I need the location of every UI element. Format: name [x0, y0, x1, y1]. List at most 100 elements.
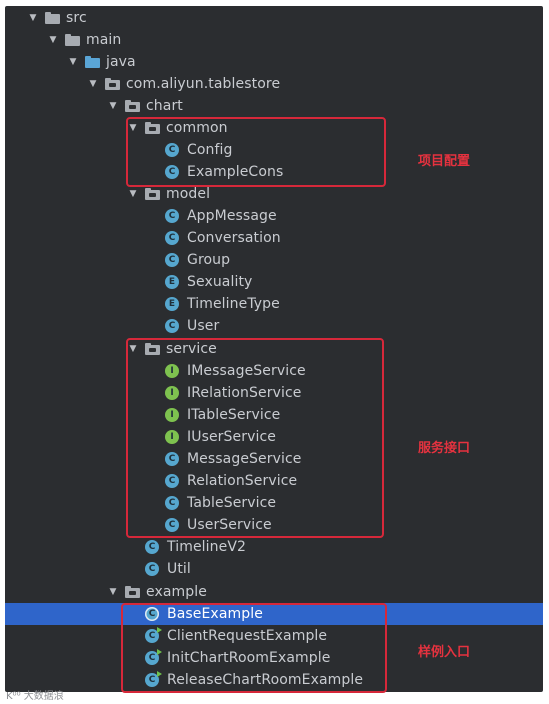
tree-item-clientrequestexample[interactable]: C ClientRequestExample — [5, 625, 543, 647]
folder-icon — [65, 34, 80, 46]
tree-item-label: common — [166, 120, 228, 136]
tree-item-userservice[interactable]: C UserService — [5, 514, 543, 536]
package-folder-icon — [145, 122, 160, 134]
tree-item-label: User — [187, 318, 220, 334]
tree-item-config[interactable]: C Config — [5, 139, 543, 161]
tree-item-label: Util — [167, 561, 191, 577]
runnable-class-icon: C — [145, 671, 162, 687]
expand-arrow-icon[interactable]: ▼ — [129, 123, 137, 133]
package-folder-icon — [105, 78, 120, 90]
tree-item-label: IMessageService — [187, 363, 306, 379]
tree-item-label: ReleaseChartRoomExample — [167, 672, 364, 688]
tree-item-initchartroomexample[interactable]: C InitChartRoomExample — [5, 647, 543, 669]
tree-item-timelinetype[interactable]: E TimelineType — [5, 293, 543, 315]
runnable-class-icon: C — [145, 627, 162, 643]
tree-item-label: Config — [187, 142, 233, 158]
tree-item-label: UserService — [187, 517, 272, 533]
class-icon: C — [165, 518, 179, 532]
tree-item-label: chart — [146, 98, 183, 114]
tree-item-main[interactable]: ▼ main — [5, 29, 543, 51]
class-icon: C — [165, 209, 179, 223]
expand-arrow-icon[interactable]: ▼ — [49, 35, 57, 45]
tree-item-label: main — [86, 32, 122, 48]
folder-icon — [85, 56, 100, 68]
expand-arrow-icon[interactable]: ▼ — [29, 13, 37, 23]
interface-icon: I — [165, 386, 179, 400]
tree-item-label: TimelineV2 — [167, 539, 247, 555]
tree-item-label: Sexuality — [187, 274, 253, 290]
tree-item-label: MessageService — [187, 451, 302, 467]
expand-arrow-icon[interactable]: ▼ — [109, 101, 117, 111]
expand-arrow-icon[interactable]: ▼ — [69, 57, 77, 67]
tree-item-example[interactable]: ▼ example — [5, 581, 543, 603]
tree-item-label: src — [66, 10, 87, 26]
tree-item-label: TimelineType — [187, 296, 280, 312]
watermark: K⁰⁰ 大数据浪 — [6, 691, 64, 702]
enum-icon: E — [165, 297, 179, 311]
interface-icon: I — [165, 364, 179, 378]
tree-item-common[interactable]: ▼ common — [5, 117, 543, 139]
expand-arrow-icon[interactable]: ▼ — [129, 189, 137, 199]
service-highlight-box — [126, 338, 384, 538]
tree-item-label: TableService — [187, 495, 277, 511]
class-icon: C — [165, 496, 179, 510]
project-tree-panel: ▼ src ▼ main ▼ java ▼ com.aliyun.tablestore ▼ cha… — [5, 6, 543, 692]
tree-item-label: model — [166, 186, 211, 202]
example-highlight-box — [121, 603, 387, 693]
interface-icon: I — [165, 430, 179, 444]
tree-item-user[interactable]: C User — [5, 315, 543, 337]
package-folder-icon — [145, 188, 160, 200]
tree-item-appmessage[interactable]: C AppMessage — [5, 205, 543, 227]
tree-item-label: InitChartRoomExample — [167, 650, 331, 666]
tree-item-messageservice[interactable]: C MessageService — [5, 448, 543, 470]
common-highlight-box — [126, 117, 386, 187]
tree-item-label: java — [106, 54, 136, 70]
tree-item-label: com.aliyun.tablestore — [126, 76, 281, 92]
tree-item-label: Conversation — [187, 230, 281, 246]
tree-item-service[interactable]: ▼ service — [5, 338, 543, 360]
tree-item-tableservice[interactable]: C TableService — [5, 492, 543, 514]
tree-item-label: RelationService — [187, 473, 298, 489]
tree-item-src[interactable]: ▼ src — [5, 7, 543, 29]
folder-icon — [45, 12, 60, 24]
class-icon: C — [145, 562, 159, 576]
tree-item-label: ClientRequestExample — [167, 628, 328, 644]
tree-item-com-aliyun-tablestore[interactable]: ▼ com.aliyun.tablestore — [5, 73, 543, 95]
package-folder-icon — [125, 586, 140, 598]
package-folder-icon — [145, 343, 160, 355]
class-icon: C — [165, 231, 179, 245]
tree-item-label: BaseExample — [167, 606, 263, 622]
tree-item-chart[interactable]: ▼ chart — [5, 95, 543, 117]
tree-item-releasechartroomexample[interactable]: C ReleaseChartRoomExample — [5, 669, 543, 691]
tree-item-conversation[interactable]: C Conversation — [5, 227, 543, 249]
tree-item-model[interactable]: ▼ model — [5, 183, 543, 205]
tree-item-imessageservice[interactable]: I IMessageService — [5, 360, 543, 382]
tree-item-label: example — [146, 584, 207, 600]
tree-item-label: service — [166, 341, 217, 357]
expand-arrow-icon[interactable]: ▼ — [89, 79, 97, 89]
expand-arrow-icon[interactable]: ▼ — [129, 344, 137, 354]
package-folder-icon — [125, 100, 140, 112]
tree-item-java[interactable]: ▼ java — [5, 51, 543, 73]
tree-item-examplecons[interactable]: C ExampleCons — [5, 161, 543, 183]
tree-item-label: ExampleCons — [187, 164, 284, 180]
tree-item-iuserservice[interactable]: I IUserService — [5, 426, 543, 448]
class-icon: C — [165, 319, 179, 333]
runnable-class-icon: C — [145, 649, 162, 665]
class-icon: C — [165, 143, 179, 157]
tree-item-label: Group — [187, 252, 231, 268]
expand-arrow-icon[interactable]: ▼ — [109, 587, 117, 597]
tree-item-label: AppMessage — [187, 208, 277, 224]
tree-item-util[interactable]: C Util — [5, 558, 543, 580]
class-icon: C — [165, 165, 179, 179]
config-annotation: 项目配置 — [418, 154, 471, 169]
tree-item-label: IUserService — [187, 429, 276, 445]
class-icon: C — [165, 452, 179, 466]
